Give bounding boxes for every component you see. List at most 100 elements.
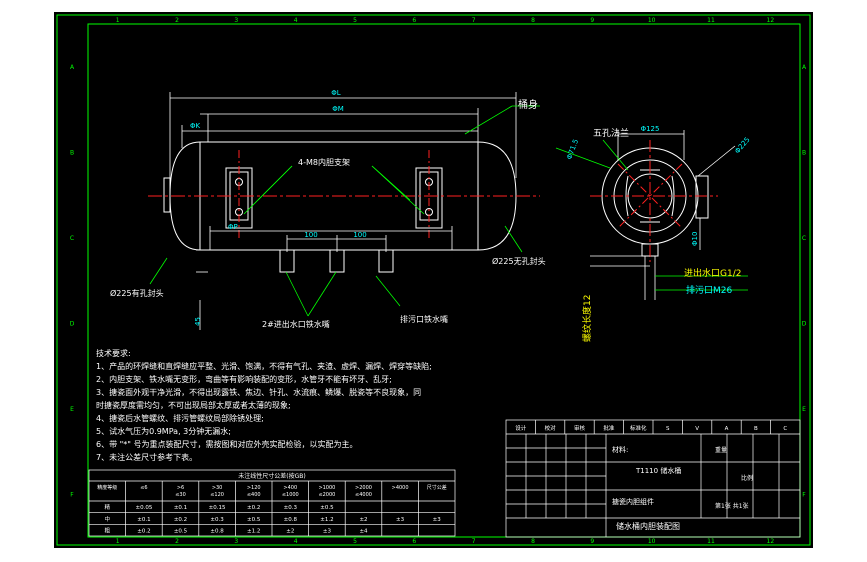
title-sheet: 第1张 共1张 (715, 502, 749, 510)
inner-border (87, 23, 801, 538)
tolerance-cell: ±0.2 (137, 529, 150, 535)
title-drawing-no: 储水桶内胆装配图 (616, 521, 680, 531)
tolerance-header-cell: >120 (247, 485, 261, 491)
tolerance-cell: ±1.2 (320, 517, 333, 523)
dim-mount-height: 45 (194, 317, 202, 326)
title-scale: 比例 (741, 474, 753, 482)
column-mark: 6 (412, 17, 416, 24)
tolerance-title: 未注线性尺寸公差(按GB) (238, 472, 305, 480)
title-col-head: V (695, 426, 699, 432)
title-top-cell: 设计 (515, 424, 527, 432)
side-bracket (695, 175, 709, 219)
row-mark: D (802, 320, 807, 327)
title-col-head: B (754, 426, 758, 432)
note-item: 时搪瓷厚度需均匀，不可出现局部太厚或者太薄的现象; (96, 400, 291, 410)
column-mark: 10 (648, 538, 656, 545)
tolerance-cell: ±0.3 (210, 517, 224, 523)
tolerance-cell: ±0.2 (174, 517, 187, 523)
row-mark: F (70, 491, 74, 498)
tolerance-cell: ±4 (359, 529, 368, 535)
leader-lines (149, 105, 540, 317)
title-product-name: 搪瓷内胆组件 (612, 497, 654, 506)
row-mark: B (70, 149, 74, 156)
tolerance-header-cell: >4000 (392, 485, 409, 491)
flange-label: 五孔法兰 (593, 127, 629, 139)
column-mark: 8 (531, 538, 535, 545)
tolerance-cell: ±3 (396, 517, 405, 523)
tolerance-header-cell: >1000 (318, 485, 335, 491)
title-top-cell: 标准化 (630, 424, 647, 432)
tolerance-header-cell: ≤30 (175, 492, 186, 498)
tolerance-header-cell: >2000 (355, 485, 372, 491)
dim-pitch-1: 100 (304, 231, 317, 239)
flange-leaders (555, 139, 748, 291)
tolerance-header-cell: >400 (283, 485, 297, 491)
tolerance-header-cell: ≤6 (140, 485, 147, 491)
dimension-lines (169, 92, 517, 330)
flange-dimension-lines (590, 130, 736, 300)
dim-shell-length: ΦK (190, 122, 201, 130)
tolerance-cell: ±0.2 (247, 505, 260, 511)
column-mark: 2 (175, 17, 179, 24)
title-col-head: A (725, 426, 729, 432)
outer-border (56, 14, 811, 546)
column-mark: 11 (707, 538, 715, 545)
tank-body-label: 桶身 (518, 98, 538, 111)
dim-bolt-hole: Φ10 (691, 232, 699, 246)
tolerance-header-cell: >6 (177, 485, 184, 491)
sheet-background (54, 12, 813, 548)
tolerance-header-cell: ≤120 (210, 492, 224, 498)
tolerance-header-cell: 精度等级 (97, 484, 117, 491)
column-mark: 7 (472, 17, 476, 24)
inlet-spec-label: 进出水口G1/2 (684, 267, 741, 279)
dim-overall-length: ΦL (331, 89, 341, 97)
row-mark: F (802, 491, 806, 498)
row-mark: B (802, 149, 806, 156)
title-col-head: C (783, 426, 787, 432)
row-mark: E (70, 406, 74, 413)
title-top-cell: 校对 (545, 424, 557, 432)
notes-heading: 技术要求: (96, 348, 131, 358)
title-col-head: S (666, 426, 670, 432)
row-mark: A (802, 64, 807, 71)
inner-support-label: 4-M8内胆支架 (298, 157, 350, 167)
tolerance-cell: ±3 (323, 529, 332, 535)
row-mark: C (802, 235, 806, 242)
column-mark: 9 (590, 17, 594, 24)
dim-inner-length: ΦM (332, 105, 344, 113)
tolerance-cell: ±3 (433, 517, 442, 523)
tolerance-cell: ±0.5 (320, 505, 334, 511)
column-mark: 8 (531, 17, 535, 24)
drain-label: 排污口铁水嘴 (400, 314, 448, 324)
column-mark: 1 (116, 538, 120, 545)
column-mark: 3 (234, 17, 238, 24)
column-mark: 7 (472, 538, 476, 545)
drain-spec-label: 排污口M26 (686, 284, 732, 296)
plug-with-hole-label: Ø225有孔封头 (110, 288, 164, 298)
note-item: 2、内胆支架、铁水嘴无变形，弯曲等有影响装配的变形，水管牙不能有坏牙、乱牙; (96, 374, 392, 384)
column-mark: 11 (707, 17, 715, 24)
column-mark: 1 (116, 17, 120, 24)
title-material-label: 材料: (612, 445, 628, 454)
end-cap-nozzle (163, 177, 171, 213)
note-item: 6、带 "*" 号为重点装配尺寸，需按图和对应外壳实配检验，以实配为主。 (96, 439, 358, 449)
note-item: 7、未注公差尺寸参考下表。 (96, 452, 197, 462)
row-mark: C (70, 235, 74, 242)
column-mark: 9 (590, 538, 594, 545)
dim-pitch-2: 100 (353, 231, 366, 239)
tolerance-cell: ±0.5 (247, 517, 261, 523)
column-mark: 12 (767, 17, 775, 24)
note-item: 3、搪瓷面外观干净光滑，不得出现露铁、焦边、针孔、水流痕、鳞爆、脱瓷等不良现象，… (96, 387, 421, 397)
labels-layer: 桶身五孔法兰4-M8内胆支架Ø225无孔封头Ø225有孔封头2#进出水口铁水嘴排… (96, 89, 752, 462)
tolerance-cell: ±2 (359, 517, 367, 523)
title-top-cell: 审核 (574, 424, 586, 432)
column-mark: 10 (648, 17, 656, 24)
tolerance-table: 未注线性尺寸公差(按GB)精度等级≤6>6≤30>30≤120>120≤400>… (88, 469, 456, 537)
tolerance-cell: ±0.8 (284, 517, 298, 523)
tolerance-cell: ±0.1 (174, 505, 187, 511)
column-mark: 5 (353, 17, 357, 24)
